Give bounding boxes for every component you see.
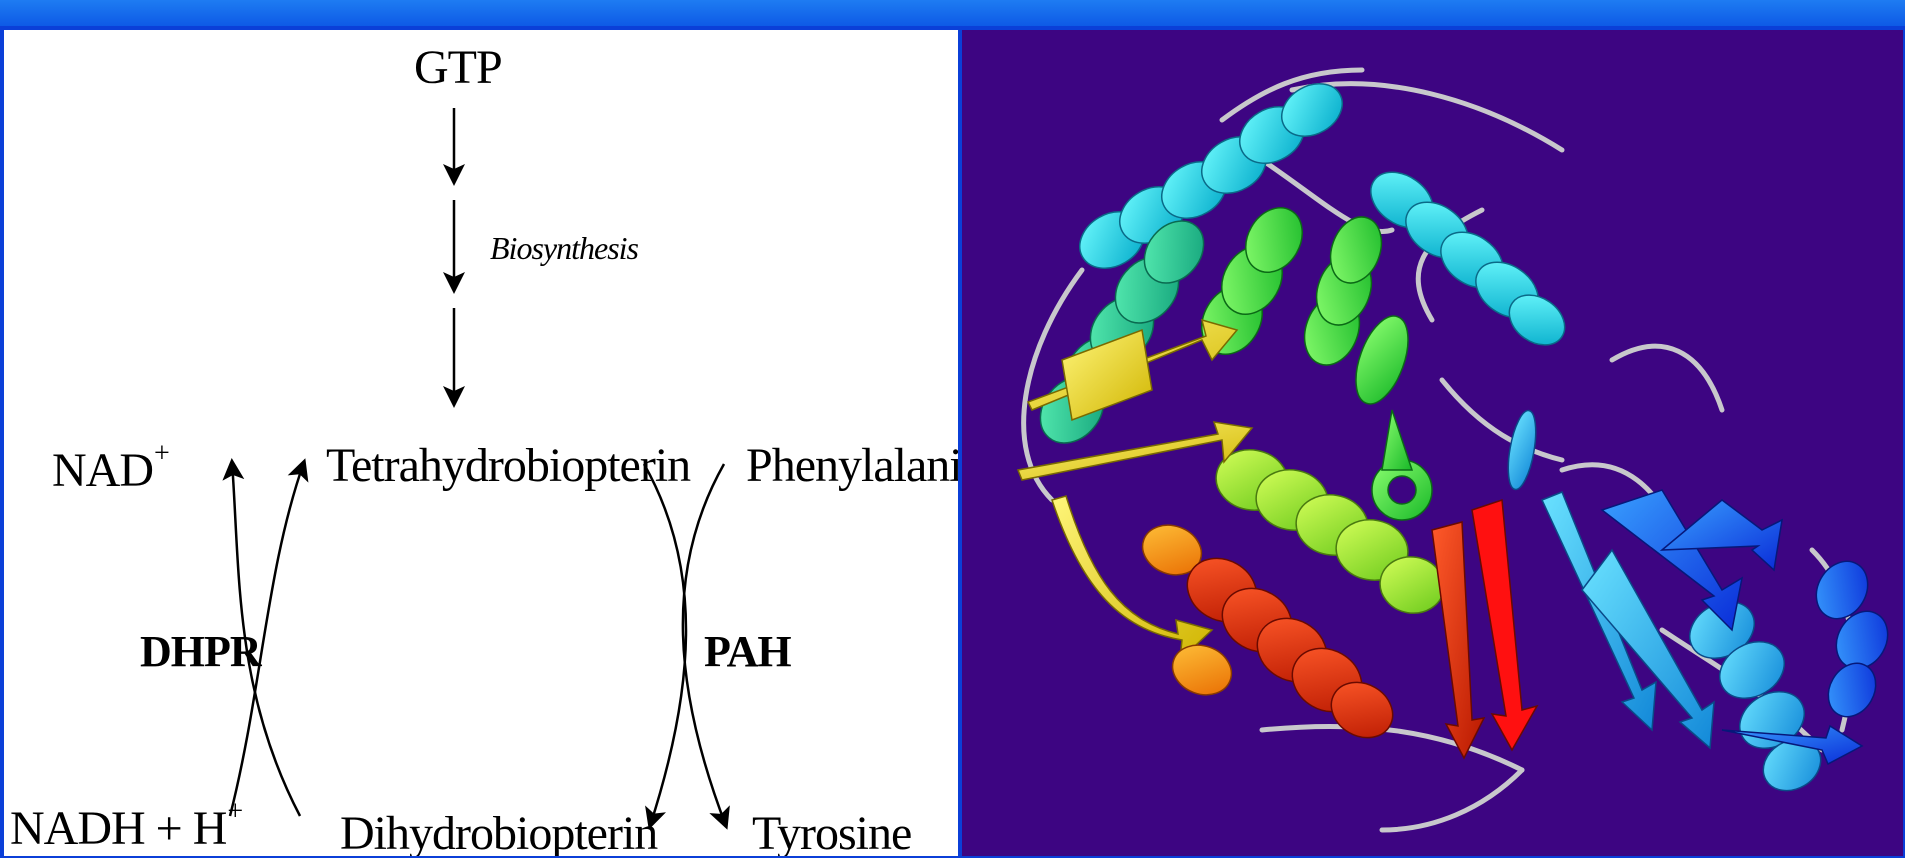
phenylalanine-label: Phenylalanine: [746, 438, 958, 493]
dhpr-enzyme-label: DHPR: [140, 626, 261, 677]
title-bar: [0, 0, 1905, 26]
biosynthesis-label: Biosynthesis: [490, 230, 638, 267]
tyrosine-label: Tyrosine: [752, 806, 911, 856]
protein-structure-image: [962, 30, 1903, 856]
pah-arrow-to-dhb: [644, 464, 686, 826]
pah-enzyme-label: PAH: [704, 626, 791, 677]
protein-ribbon-render: [962, 30, 1903, 856]
tetrahydrobiopterin-label: Tetrahydrobiopterin: [326, 438, 690, 493]
pathway-diagram: GTP Biosynthesis NAD+ Tetrahydrobiopteri…: [4, 30, 958, 856]
dihydrobiopterin-label: Dihydrobiopterin: [340, 806, 657, 856]
gtp-label: GTP: [414, 40, 502, 95]
nadh-label: NADH + H+: [10, 796, 242, 856]
nad-plus-label: NAD+: [52, 438, 169, 498]
